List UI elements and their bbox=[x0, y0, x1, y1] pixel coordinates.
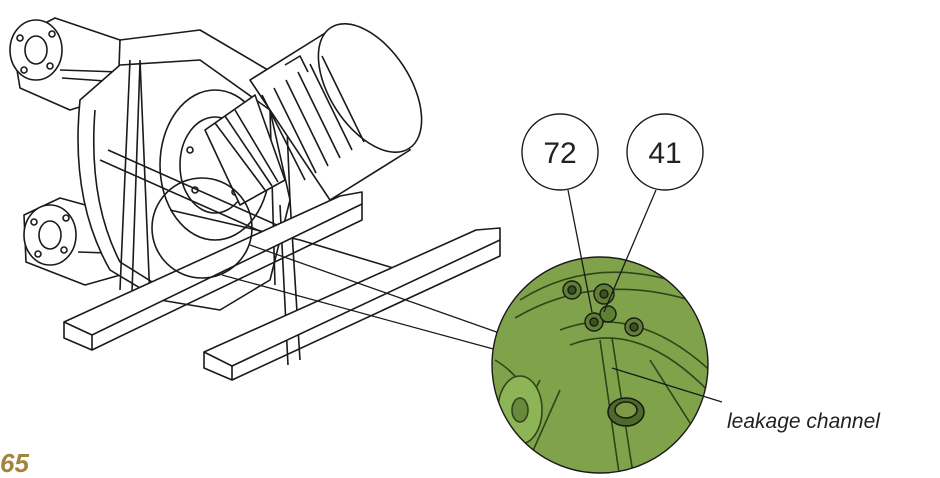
upper-port-housing bbox=[9, 17, 121, 111]
leakage-channel-leader bbox=[611, 367, 723, 403]
pump-assembly-drawing bbox=[9, 17, 501, 381]
page-number: 65 bbox=[0, 448, 29, 478]
zoomed-detail bbox=[491, 256, 709, 474]
leakage-channel-label: leakage channel bbox=[727, 410, 880, 433]
callout-72-label: 72 bbox=[543, 137, 576, 170]
detail-reference-circle bbox=[151, 177, 253, 279]
callout-41: 41 bbox=[603, 113, 704, 313]
electric-motor bbox=[249, 23, 423, 201]
callout-41-label: 41 bbox=[648, 137, 681, 170]
coupling bbox=[204, 94, 286, 206]
leakage-plug bbox=[607, 397, 645, 427]
bolt-group bbox=[562, 280, 644, 337]
zoom-leader-lines bbox=[221, 244, 506, 351]
callout-72: 72 bbox=[521, 113, 599, 313]
base-rail-front bbox=[63, 191, 363, 351]
base-rail-rear bbox=[203, 227, 501, 381]
